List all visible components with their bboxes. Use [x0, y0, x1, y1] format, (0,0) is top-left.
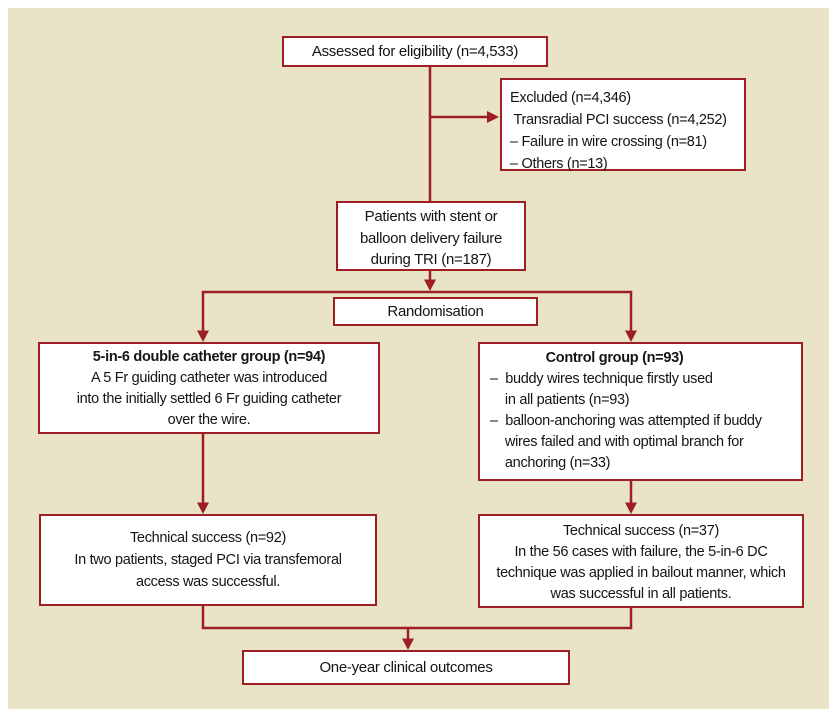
- arrow-down-icon: [197, 502, 209, 514]
- excluded-line: Transradial PCI success (n=4,252): [510, 112, 727, 128]
- arrow-down-icon: [625, 330, 637, 342]
- control-group-line: – buddy wires technique firstly used: [490, 371, 713, 387]
- treatment-group-line: over the wire.: [167, 412, 251, 428]
- excluded-line: – Others (n=13): [510, 156, 608, 172]
- patients-line: Patients with stent or: [364, 208, 498, 225]
- control-group-line: anchoring (n=33): [490, 455, 611, 471]
- randomisation-text: Randomisation: [387, 303, 484, 320]
- outcomes-box: One-year clinical outcomes: [242, 650, 570, 685]
- patients-line: during TRI (n=187): [370, 251, 492, 268]
- control-group-line: – balloon-anchoring was attempted if bud…: [490, 413, 762, 429]
- excluded-line: – Failure in wire crossing (n=81): [510, 134, 707, 150]
- technical-success-left-box: Technical success (n=92) In two patients…: [39, 514, 377, 606]
- randomisation-box: Randomisation: [333, 297, 538, 326]
- treatment-group-box: 5-in-6 double catheter group (n=94) A 5 …: [38, 342, 380, 434]
- control-group-line: in all patients (n=93): [490, 392, 630, 408]
- treatment-group-line: into the initially settled 6 Fr guiding …: [76, 391, 342, 407]
- arrow-down-icon: [402, 638, 414, 650]
- assessed-text: Assessed for eligibility (n=4,533): [311, 43, 519, 60]
- treatment-group-line: A 5 Fr guiding catheter was introduced: [90, 370, 328, 386]
- excluded-box: Excluded (n=4,346) Transradial PCI succe…: [500, 78, 746, 172]
- outcomes-text: One-year clinical outcomes: [319, 659, 493, 676]
- control-group-title: Control group (n=93): [545, 350, 684, 366]
- technical-success-right-line: In the 56 cases with failure, the 5-in-6…: [514, 544, 768, 560]
- control-group-box: Control group (n=93) – buddy wires techn…: [478, 342, 803, 481]
- excluded-line: Excluded (n=4,346): [510, 90, 631, 106]
- patients-line: balloon delivery failure: [359, 229, 503, 247]
- control-group-line: wires failed and with optimal branch for: [490, 434, 744, 450]
- technical-success-right-line: Technical success (n=37): [562, 523, 719, 539]
- technical-success-right-box: Technical success (n=37) In the 56 cases…: [478, 514, 804, 608]
- technical-success-left-line: In two patients, staged PCI via transfem…: [74, 552, 342, 568]
- assessed-box: Assessed for eligibility (n=4,533): [282, 36, 548, 67]
- arrow-right-icon: [487, 111, 499, 123]
- technical-success-left-line: access was successful.: [135, 574, 281, 590]
- treatment-group-title: 5-in-6 double catheter group (n=94): [92, 349, 326, 365]
- arrow-down-icon: [197, 330, 209, 342]
- arrow-down-icon: [625, 502, 637, 514]
- patients-box: Patients with stent or balloon delivery …: [336, 201, 526, 271]
- technical-success-right-line: technique was applied in bailout manner,…: [496, 565, 786, 581]
- arrow-down-icon: [424, 279, 436, 291]
- technical-success-right-line: was successful in all patients.: [550, 586, 732, 602]
- technical-success-left-line: Technical success (n=92): [129, 530, 286, 546]
